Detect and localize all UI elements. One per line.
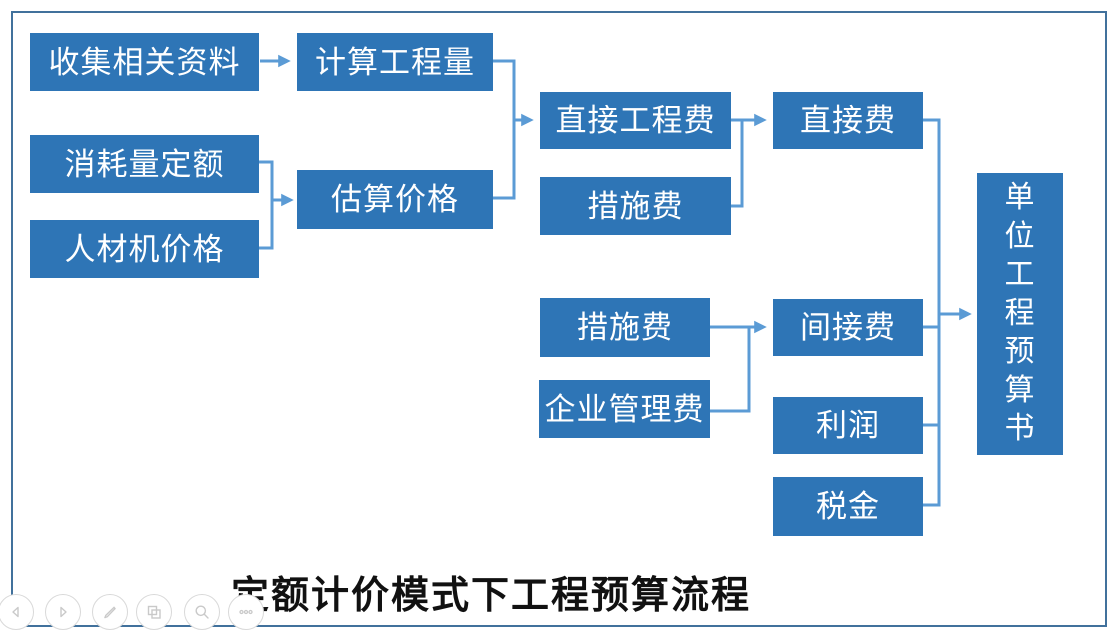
node-calc-quantity: 计算工程量	[297, 33, 493, 91]
node-consumption-quota: 消耗量定额	[30, 135, 259, 193]
node-labor-material-machine: 人材机价格	[30, 220, 259, 278]
edge-collector-line	[923, 118, 941, 507]
node-enterprise-management-fee: 企业管理费	[539, 380, 710, 438]
slide-border	[11, 11, 1107, 627]
previous-slide-icon	[12, 606, 19, 618]
node-profit: 利润	[773, 397, 923, 454]
node-measure-fee-top: 措施费	[540, 177, 731, 235]
node-indirect-fee: 间接费	[773, 299, 923, 356]
edge-measure-top-merge	[731, 120, 744, 208]
node-direct-fee: 直接费	[773, 92, 923, 149]
zoom-magnifier-button[interactable]	[184, 594, 220, 630]
previous-slide-button[interactable]	[0, 594, 34, 630]
pen-annotate-button[interactable]	[92, 594, 128, 630]
node-direct-engineering-fee: 直接工程费	[540, 92, 731, 149]
slide-panels-icon	[147, 605, 161, 619]
node-label: 单位工程预算书	[1004, 181, 1036, 446]
edge-calc-estimate-bracket	[493, 59, 516, 200]
next-slide-icon	[60, 606, 67, 618]
node-collect-data: 收集相关资料	[30, 33, 259, 91]
node-measure-fee-bottom: 措施费	[540, 298, 710, 357]
slide-switch-button[interactable]	[136, 594, 172, 630]
edge-management-fee-merge	[710, 327, 751, 413]
pen-icon	[104, 606, 116, 619]
slide-caption: 定额计价模式下工程预算流程	[231, 575, 752, 617]
edge-quota-price-bracket	[259, 160, 274, 250]
node-tax: 税金	[773, 477, 923, 536]
node-estimate-price: 估算价格	[297, 170, 493, 229]
magnifier-icon	[195, 605, 209, 619]
ellipsis-icon	[239, 609, 253, 615]
node-unit-project-budget-book: 单位工程预算书	[977, 173, 1063, 455]
next-slide-button[interactable]	[45, 594, 81, 630]
more-options-button[interactable]	[228, 594, 264, 630]
